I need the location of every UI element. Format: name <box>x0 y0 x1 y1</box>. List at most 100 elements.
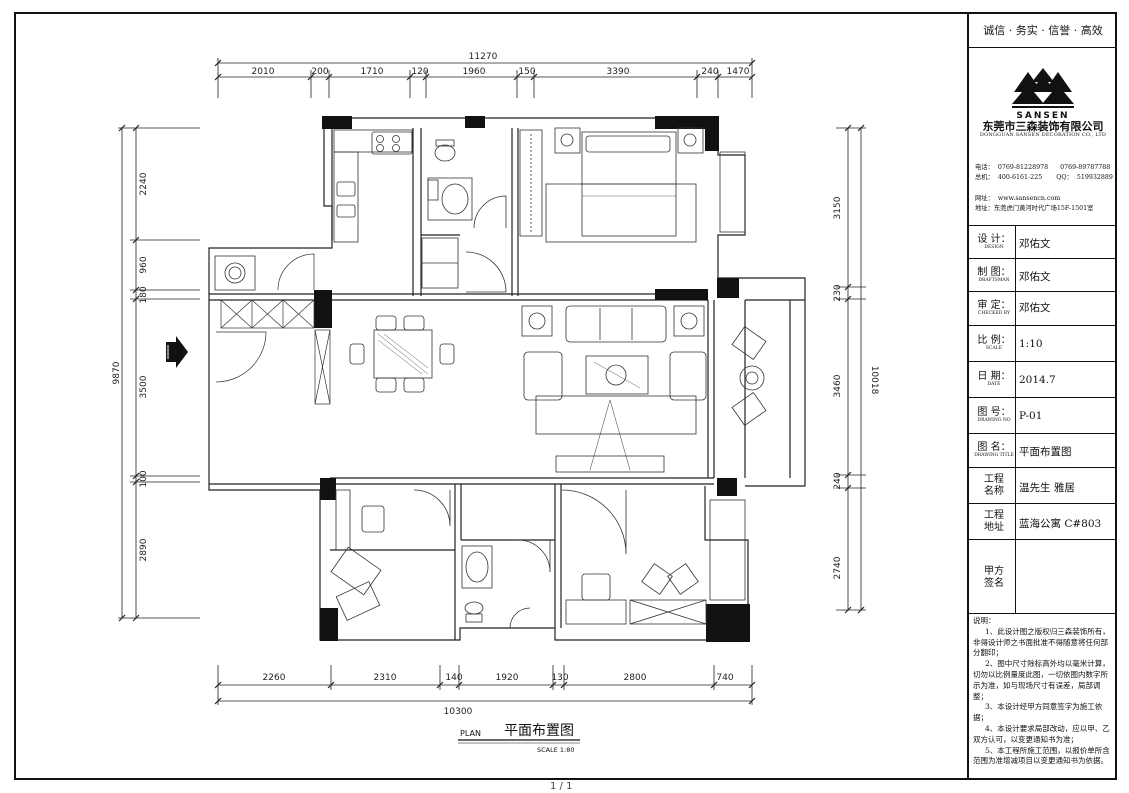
phone-line-1: 电话： 0769-81228978 0769-89787788 <box>975 164 1111 171</box>
notes-title: 说明： <box>973 616 996 625</box>
dim-bottom-3: 140 <box>445 673 462 683</box>
dim-top-1: 2010 <box>252 67 275 77</box>
dim-bottom-6: 2800 <box>624 673 647 683</box>
field-label: 日 期： <box>977 371 1011 382</box>
drawing-title-en: PLAN <box>460 729 481 738</box>
field-label-en: CHECKED BY <box>978 311 1010 316</box>
dining-table <box>349 315 455 393</box>
field-label: 设 计： <box>977 234 1011 245</box>
field-value: 蓝海公寓 C#803 <box>1019 518 1102 530</box>
field-label: 图 号： <box>977 407 1011 418</box>
notes: 说明： 1、此设计图之版权归三森装饰所有，非得设计师之书面批准不得随意将任何部分… <box>973 616 1111 767</box>
dim-bottom-5: 130 <box>551 673 568 683</box>
field-value: 平面布置图 <box>1019 446 1072 458</box>
field-value: P-01 <box>1019 410 1043 422</box>
field-draftsman: 制 图：DRAFTSMAN 邓佑文 <box>969 259 1117 292</box>
field-label: 甲方 签名 <box>984 566 1004 589</box>
page-indicator: 1 / 1 <box>550 781 573 792</box>
bedroom-left <box>330 489 451 621</box>
top-dimensions <box>214 58 756 98</box>
field-value: 邓佑文 <box>1019 302 1051 314</box>
phone-line-2: 总机： 400-6161-225 QQ： 519932889 <box>975 174 1113 181</box>
dim-top-total: 11270 <box>469 52 498 62</box>
field-label: 图 名： <box>977 442 1011 453</box>
dim-left-total: 9870 <box>112 361 122 384</box>
drawing-scale: SCALE 1:80 <box>537 746 575 754</box>
kitchen <box>333 129 413 243</box>
door-entrance <box>215 331 267 383</box>
dim-left-2: 960 <box>139 256 149 273</box>
dim-top-5: 1960 <box>463 67 486 77</box>
field-label-en: SCALE <box>985 346 1003 351</box>
note-5: 5、本工程所施工范围，以报价单所含范围为准增减项目以变更通知书为依据。 <box>973 745 1110 766</box>
note-2: 2、图中尺寸除标高外均以毫米计算，切勿以比例量度此图，一切依图内数字所示为准，如… <box>973 659 1110 701</box>
field-label-en: DATE <box>987 382 1001 387</box>
drawing-title-cn: 平面布置图 <box>504 723 574 739</box>
field-label-en: DRAWING NO <box>977 418 1011 423</box>
entrance-arrow-icon <box>166 336 188 368</box>
dim-bottom-4: 1920 <box>496 673 519 683</box>
field-label-en: DRAWING TITLE <box>974 453 1014 458</box>
address: 地址：东莞虎门黄河时代广场15F-1501室 <box>975 205 1094 212</box>
field-label: 比 例： <box>977 335 1011 346</box>
note-1: 1、此设计图之版权归三森装饰所有，非得设计师之书面批准不得随意将任何部分翻印； <box>973 626 1110 658</box>
dim-right-4: 240 <box>833 472 843 489</box>
company-row: SANSEN 东莞市三森装饰有限公司 DONGGUAN SANSEN DECOR… <box>969 48 1117 226</box>
dim-left-1: 2240 <box>139 172 149 195</box>
field-client-signature: 甲方 签名 <box>969 540 1117 614</box>
dim-right-3: 3460 <box>833 374 843 397</box>
field-project-address: 工程 地址 蓝海公寓 C#803 <box>969 504 1117 540</box>
balcony-furniture <box>719 151 767 427</box>
dim-left-3: 180 <box>139 286 149 303</box>
bottom-dimensions <box>214 665 756 705</box>
dim-top-9: 1470 <box>727 67 750 77</box>
slogan: 诚信 · 务实 · 信誉 · 高效 <box>983 24 1103 37</box>
dim-top-4: 120 <box>411 67 428 77</box>
title-block: 诚信 · 务实 · 信誉 · 高效 SANSEN 东莞市三森装饰有限公司 DON… <box>967 12 1117 780</box>
dim-top-2: 200 <box>311 67 328 77</box>
dim-right-1: 3150 <box>833 196 843 219</box>
field-value: 邓佑文 <box>1019 271 1051 283</box>
master-bathroom <box>421 139 507 293</box>
field-label: 工程 名称 <box>984 474 1004 497</box>
dim-top-6: 150 <box>518 67 535 77</box>
field-value: 温先生 雅居 <box>1019 482 1075 494</box>
living-room-furniture <box>521 305 707 473</box>
note-3: 3、本设计经甲方同意签字为施工依据； <box>973 702 1103 723</box>
dim-bottom-7: 740 <box>716 673 733 683</box>
field-value: 2014.7 <box>1019 374 1056 386</box>
field-checked: 审 定：CHECKED BY 邓佑文 <box>969 292 1117 326</box>
drawing-frame <box>14 12 1117 780</box>
dim-bottom-2: 2310 <box>374 673 397 683</box>
website: 网址： www.sansencn.com <box>975 195 1061 202</box>
field-value: 邓佑文 <box>1019 238 1051 250</box>
right-dimensions <box>836 124 866 614</box>
dim-right-total: 10018 <box>869 366 879 395</box>
structural-columns <box>314 116 750 642</box>
dim-right-5: 2740 <box>833 556 843 579</box>
dim-right-2: 230 <box>833 284 843 301</box>
dim-left-6: 2890 <box>139 538 149 561</box>
sansen-logo-icon: SANSEN <box>1012 68 1074 120</box>
company-name-en: DONGGUAN SANSEN DECORATION CO., LTD <box>979 132 1107 138</box>
field-scale: 比 例：SCALE 1:10 <box>969 326 1117 362</box>
washing-machine-icon <box>214 255 256 291</box>
slogan-row: 诚信 · 务实 · 信誉 · 高效 <box>969 12 1117 48</box>
field-drawing-title: 图 名：DRAWING TITLE 平面布置图 <box>969 434 1117 468</box>
field-label-en: DESIGN <box>984 245 1004 250</box>
dim-top-3: 1710 <box>361 67 384 77</box>
dim-top-8: 240 <box>701 67 718 77</box>
field-value: 1:10 <box>1019 338 1043 350</box>
field-label-en: DRAFTSMAN <box>978 278 1010 283</box>
second-bathroom <box>461 539 551 629</box>
bedroom-right <box>561 489 746 625</box>
shoe-cabinet <box>220 299 331 405</box>
logo-text: SANSEN <box>1016 111 1069 120</box>
door-laundry <box>277 253 315 291</box>
field-design: 设 计：DESIGN 邓佑文 <box>969 226 1117 259</box>
dim-bottom-1: 2260 <box>263 673 286 683</box>
field-project-name: 工程 名称 温先生 雅居 <box>969 468 1117 504</box>
field-label: 制 图： <box>977 267 1011 278</box>
field-label: 工程 地址 <box>984 510 1004 533</box>
